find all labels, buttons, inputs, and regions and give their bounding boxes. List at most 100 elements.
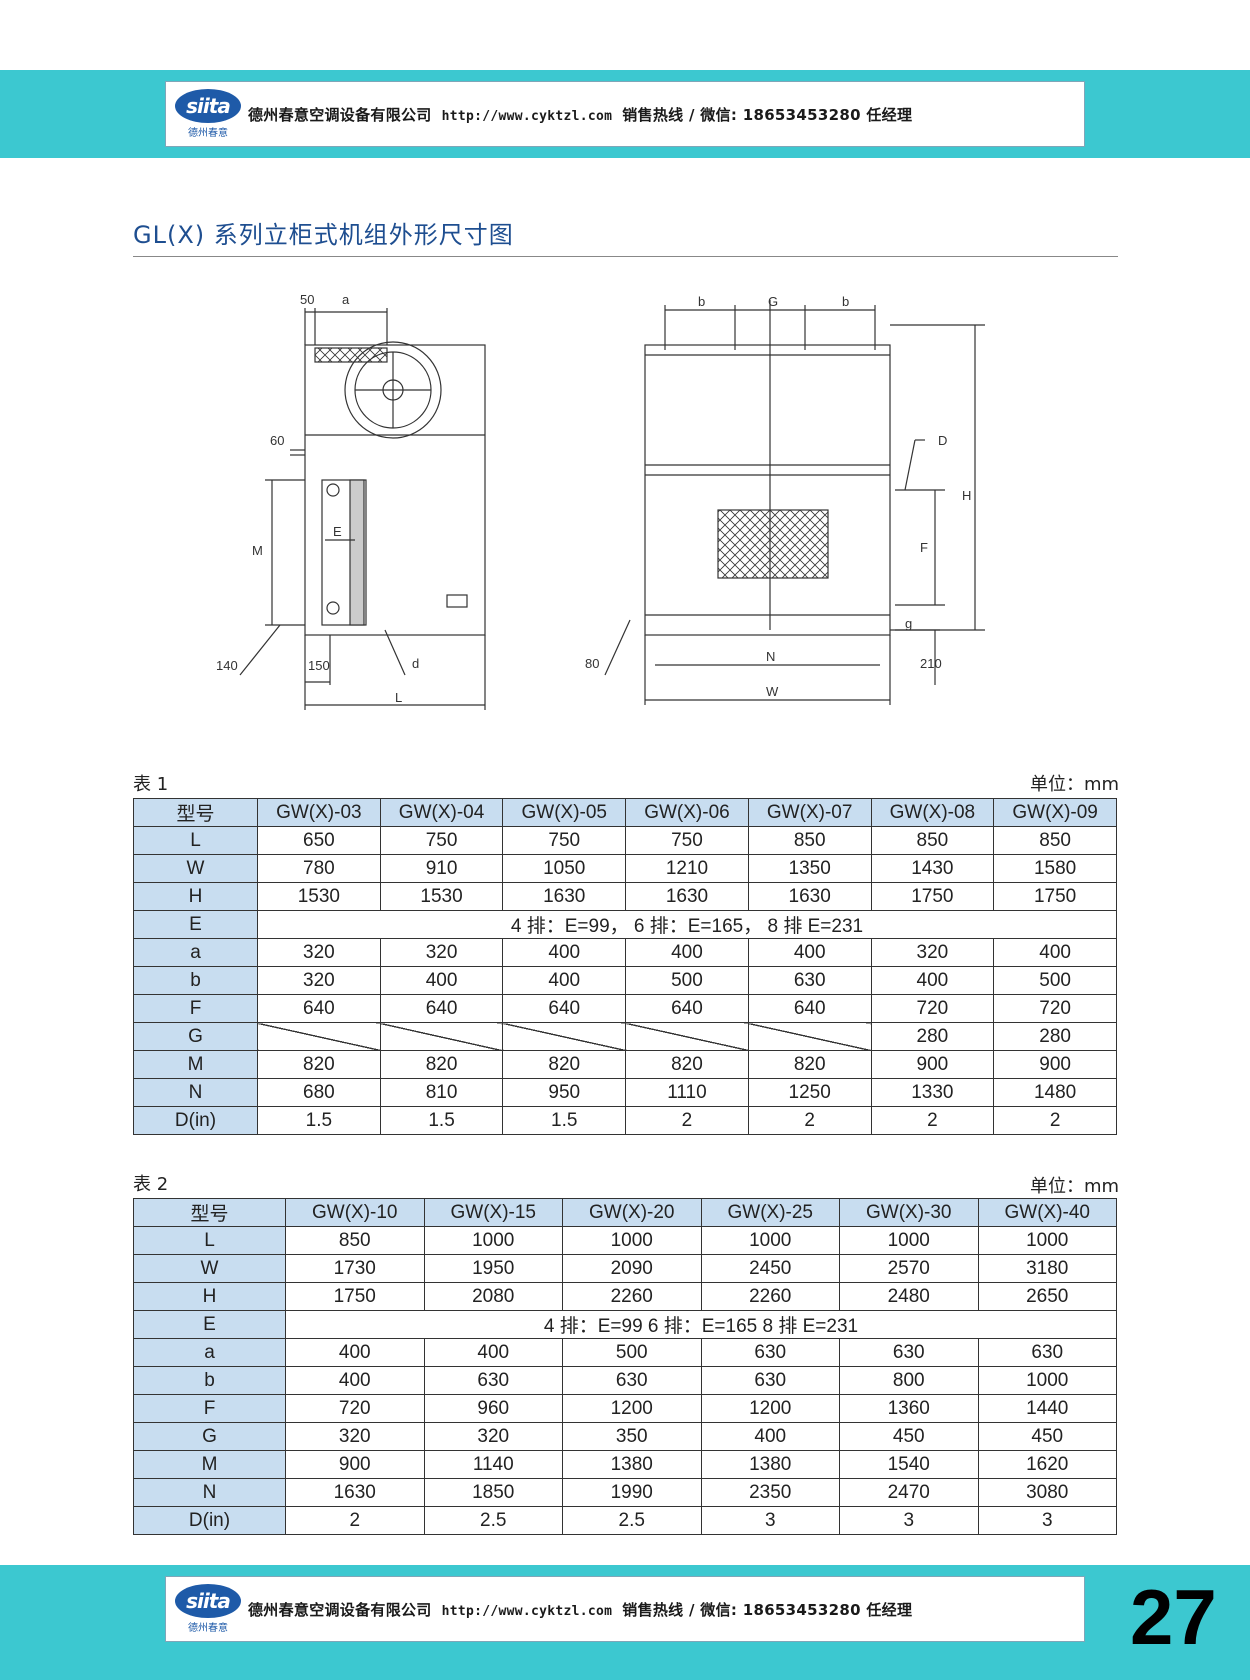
table-cell: 630 [562,1366,702,1395]
table-cell: 960 [423,1394,563,1423]
table-cell: 1990 [562,1478,702,1507]
table-row: M 900 1140 1380 1380 1540 1620 [133,1450,1117,1479]
table-header-cell: GW(X)-09 [993,798,1117,827]
table-cell: 1630 [285,1478,425,1507]
table-cell: 820 [379,1050,504,1079]
dim-label-a: a [342,292,350,307]
table-cell: 1000 [839,1226,979,1255]
table-cell: 1.5 [502,1106,627,1135]
table-header-cell: GW(X)-04 [379,798,504,827]
table-cell: 780 [257,854,381,883]
table-cell: 400 [379,966,504,995]
table-cell: 750 [502,826,627,855]
logo-mark: siita [175,1584,241,1618]
table-cell: 750 [625,826,749,855]
table-row: E 4 排：E=99， 6 排：E=165， 8 排 E=231 [133,910,1117,939]
table-row-header: L [133,1226,286,1255]
table-row: H 1530 1530 1630 1630 1630 1750 1750 [133,882,1117,911]
table-cell: 720 [993,994,1117,1023]
table-row-header: D(in) [133,1106,258,1135]
table-cell: 280 [870,1022,995,1051]
table-cell: 1750 [870,882,995,911]
table-row: L 850 1000 1000 1000 1000 1000 [133,1226,1117,1255]
table-row-header: N [133,1078,258,1107]
table-cell: 650 [257,826,381,855]
table-row-header: N [133,1478,286,1507]
table-cell: 3 [977,1506,1117,1535]
table-row-header: a [133,1338,286,1367]
table-row: b 400 630 630 630 800 1000 [133,1366,1117,1395]
dim-label-g: g [905,616,912,631]
table-cell: 2650 [977,1282,1117,1311]
table-header-cell: GW(X)-08 [870,798,995,827]
table-row-header: M [133,1050,258,1079]
table-cell: 500 [562,1338,702,1367]
website-url[interactable]: http://www.cyktzl.com [441,1603,613,1619]
website-url[interactable]: http://www.cyktzl.com [441,108,613,124]
table-cell: 1250 [747,1078,872,1107]
table-row-header: a [133,938,258,967]
table-cell: 2470 [839,1478,979,1507]
table-row-header: F [133,1394,286,1423]
table-cell: 1440 [977,1394,1117,1423]
table-cell: 1000 [423,1226,563,1255]
table-cell: 320 [870,938,995,967]
table-cell: 1530 [379,882,504,911]
fan-housing [344,341,442,439]
table-cell: 400 [747,938,872,967]
dim-label-60: 60 [270,433,284,448]
page-number: 27 [1130,1573,1217,1661]
table-row-header: G [133,1422,286,1451]
table-row-header: E [133,1310,286,1339]
table-cell-not-applicable [502,1022,627,1051]
table-row: G 280 280 [133,1022,1117,1051]
table-row-header: F [133,994,258,1023]
table-cell: 1380 [562,1450,702,1479]
table-cell: 2 [625,1106,749,1135]
table-cell: 1050 [502,854,627,883]
table-cell: 820 [625,1050,749,1079]
table-cell: 630 [839,1338,979,1367]
table-cell: 1140 [423,1450,563,1479]
table-cell: 400 [285,1338,425,1367]
table-header-cell: GW(X)-05 [502,798,627,827]
table-cell: 640 [747,994,872,1023]
table-row-header: E [133,910,258,939]
table-row: a 400 400 500 630 630 630 [133,1338,1117,1367]
table-cell: 500 [625,966,749,995]
table-row-header: W [133,1254,286,1283]
table-header-cell: 型号 [133,798,258,827]
table-row: W 1730 1950 2090 2450 2570 3180 [133,1254,1117,1283]
table-row: N 680 810 950 1110 1250 1330 1480 [133,1078,1117,1107]
table-cell: 400 [870,966,995,995]
table-header-cell: GW(X)-07 [747,798,872,827]
table-cell: 640 [625,994,749,1023]
table-cell: 2090 [562,1254,702,1283]
contact-info: 销售热线 / 微信: 18653453280 任经理 [622,1600,913,1619]
table-cell: 2350 [700,1478,840,1507]
table-cell: 2480 [839,1282,979,1311]
table-cell: 1750 [285,1282,425,1311]
table-cell: 640 [257,994,381,1023]
logo-subtitle: 德州春意 [188,128,228,139]
table-cell-not-applicable [257,1022,381,1051]
table-row-header: M [133,1450,286,1479]
table-cell: 2 [870,1106,995,1135]
table1-label: 表 1 [133,774,169,795]
company-name: 德州春意空调设备有限公司 [248,105,432,124]
table-header-cell: GW(X)-25 [700,1198,840,1227]
table-cell: 1000 [977,1366,1117,1395]
table-row: L 650 750 750 750 850 850 850 [133,826,1117,855]
table-header-cell: GW(X)-10 [285,1198,425,1227]
table-cell: 1000 [562,1226,702,1255]
dim-label-210: 210 [920,656,942,671]
table-cell: 900 [285,1450,425,1479]
table-row-header: W [133,854,258,883]
table-cell: 2260 [562,1282,702,1311]
table-cell: 1630 [502,882,627,911]
table-header-cell: GW(X)-15 [423,1198,563,1227]
table-cell: 1620 [977,1450,1117,1479]
table-cell: 3080 [977,1478,1117,1507]
table-cell: 280 [993,1022,1117,1051]
